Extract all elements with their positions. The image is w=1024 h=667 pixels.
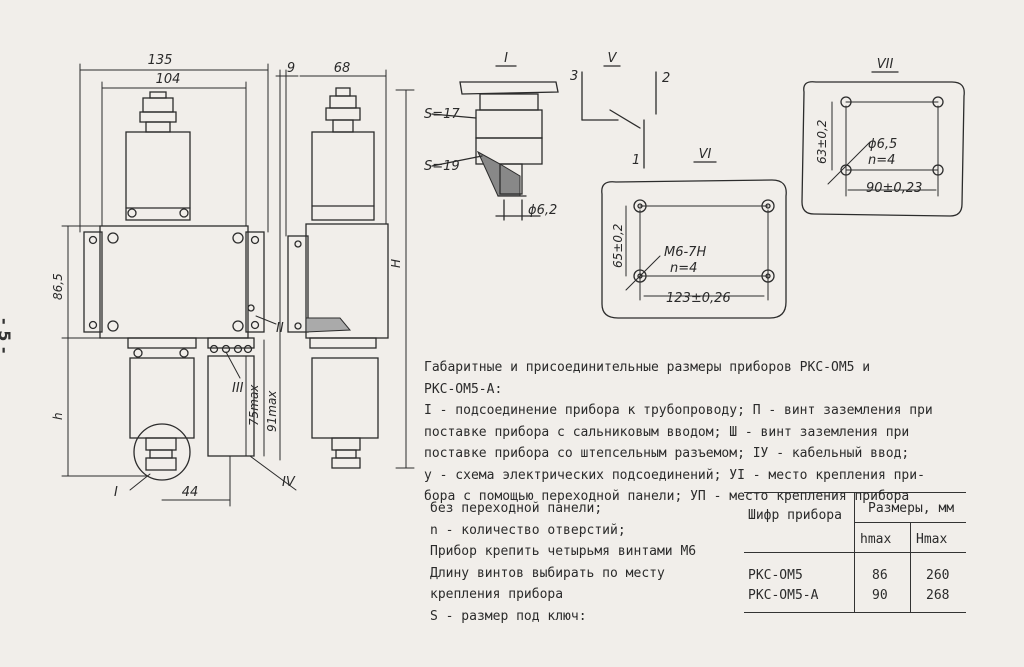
header-cipher: Шифр прибора xyxy=(748,508,842,523)
figure-caption: Габаритные и присоединительные размеры п… xyxy=(424,357,984,508)
caption-line: поставке прибора с сальниковым вводом; Ш… xyxy=(424,424,910,440)
side-view xyxy=(287,87,389,469)
label-view-4: IV xyxy=(282,475,296,490)
sizes-table: Шифр прибора Размеры, мм hmax Hmax РКС-О… xyxy=(744,492,966,614)
caption-line: РКС-ОМ5-А: xyxy=(424,381,503,397)
view-7-plate xyxy=(801,71,965,217)
page-number: - 5 - xyxy=(0,318,14,354)
dim-90: 90±0,23 xyxy=(866,181,922,196)
dim-86-5: 86,5 xyxy=(51,273,65,300)
label-view-1: I xyxy=(504,51,508,66)
dim-123: 123±0,26 xyxy=(666,291,731,306)
note-line: без переходной панели; xyxy=(430,501,603,516)
row-H: 260 xyxy=(926,568,950,583)
header-Hmax: Hmax xyxy=(916,532,948,547)
dim-65: 65±0,2 xyxy=(611,224,625,268)
note-line: S - размер под ключ: xyxy=(430,608,587,624)
dim-135: 135 xyxy=(148,53,173,68)
dim-44: 44 xyxy=(182,485,199,500)
caption-line: у - схема электрических подсоединений; У… xyxy=(424,467,925,483)
view-6-plate xyxy=(601,161,787,319)
dim-n4-b: n=4 xyxy=(868,153,895,168)
row-h: 86 xyxy=(872,568,888,583)
dim-n4-a: n=4 xyxy=(670,261,697,276)
view-5-schematic xyxy=(581,65,657,169)
header-hmax: hmax xyxy=(860,532,892,547)
dim-phi6-5: ϕ6,5 xyxy=(868,137,897,152)
dim-s17: S=17 xyxy=(424,107,460,122)
notes: без переходной панели; n - количество от… xyxy=(430,498,750,627)
label-view-5: V xyxy=(608,51,618,66)
note-line: Прибор крепить четырьмя винтами М6 xyxy=(430,544,697,559)
label-contact-2: 2 xyxy=(662,71,670,86)
row-H: 268 xyxy=(926,588,950,603)
label-contact-1: 1 xyxy=(632,153,640,168)
note-line: Длину винтов выбирать по месту xyxy=(430,565,665,581)
dim-91max: 91max xyxy=(265,390,279,432)
dim-68: 68 xyxy=(334,61,351,76)
dim-H: H xyxy=(389,259,403,268)
dim-s19: S=19 xyxy=(424,159,460,174)
row-name: РКС-ОМ5 xyxy=(748,568,803,583)
label-contact-3: 3 xyxy=(570,69,578,84)
dim-104: 104 xyxy=(156,72,181,87)
label-view-7: VII xyxy=(877,57,894,72)
dim-phi6-2: ϕ6,2 xyxy=(528,203,557,218)
row-name: РКС-ОМ5-А xyxy=(748,588,819,603)
note-line: крепления прибора xyxy=(430,587,564,602)
dim-9: 9 xyxy=(287,61,295,76)
header-sizes: Размеры, мм xyxy=(868,501,955,516)
view-1-detail xyxy=(431,65,559,221)
note-line: n - количество отверстий; xyxy=(430,522,626,538)
caption-line: поставке прибора со штепсельным разъемом… xyxy=(424,446,910,461)
dim-m6: M6-7H xyxy=(664,245,706,260)
caption-line: Габаритные и присоединительные размеры п… xyxy=(424,360,871,375)
dim-75max: 75max xyxy=(247,384,261,426)
label-view-3: III xyxy=(232,381,244,396)
label-view-1-ref: I xyxy=(114,485,118,500)
dimension-lines xyxy=(61,63,415,507)
dim-h: h xyxy=(51,412,65,420)
dim-63: 63±0,2 xyxy=(815,120,829,164)
label-view-2: II xyxy=(276,321,284,336)
front-view xyxy=(83,91,265,481)
row-h: 90 xyxy=(872,588,888,603)
label-view-6: VI xyxy=(699,147,712,162)
caption-line: I - подсоединение прибора к трубопроводу… xyxy=(424,403,933,418)
